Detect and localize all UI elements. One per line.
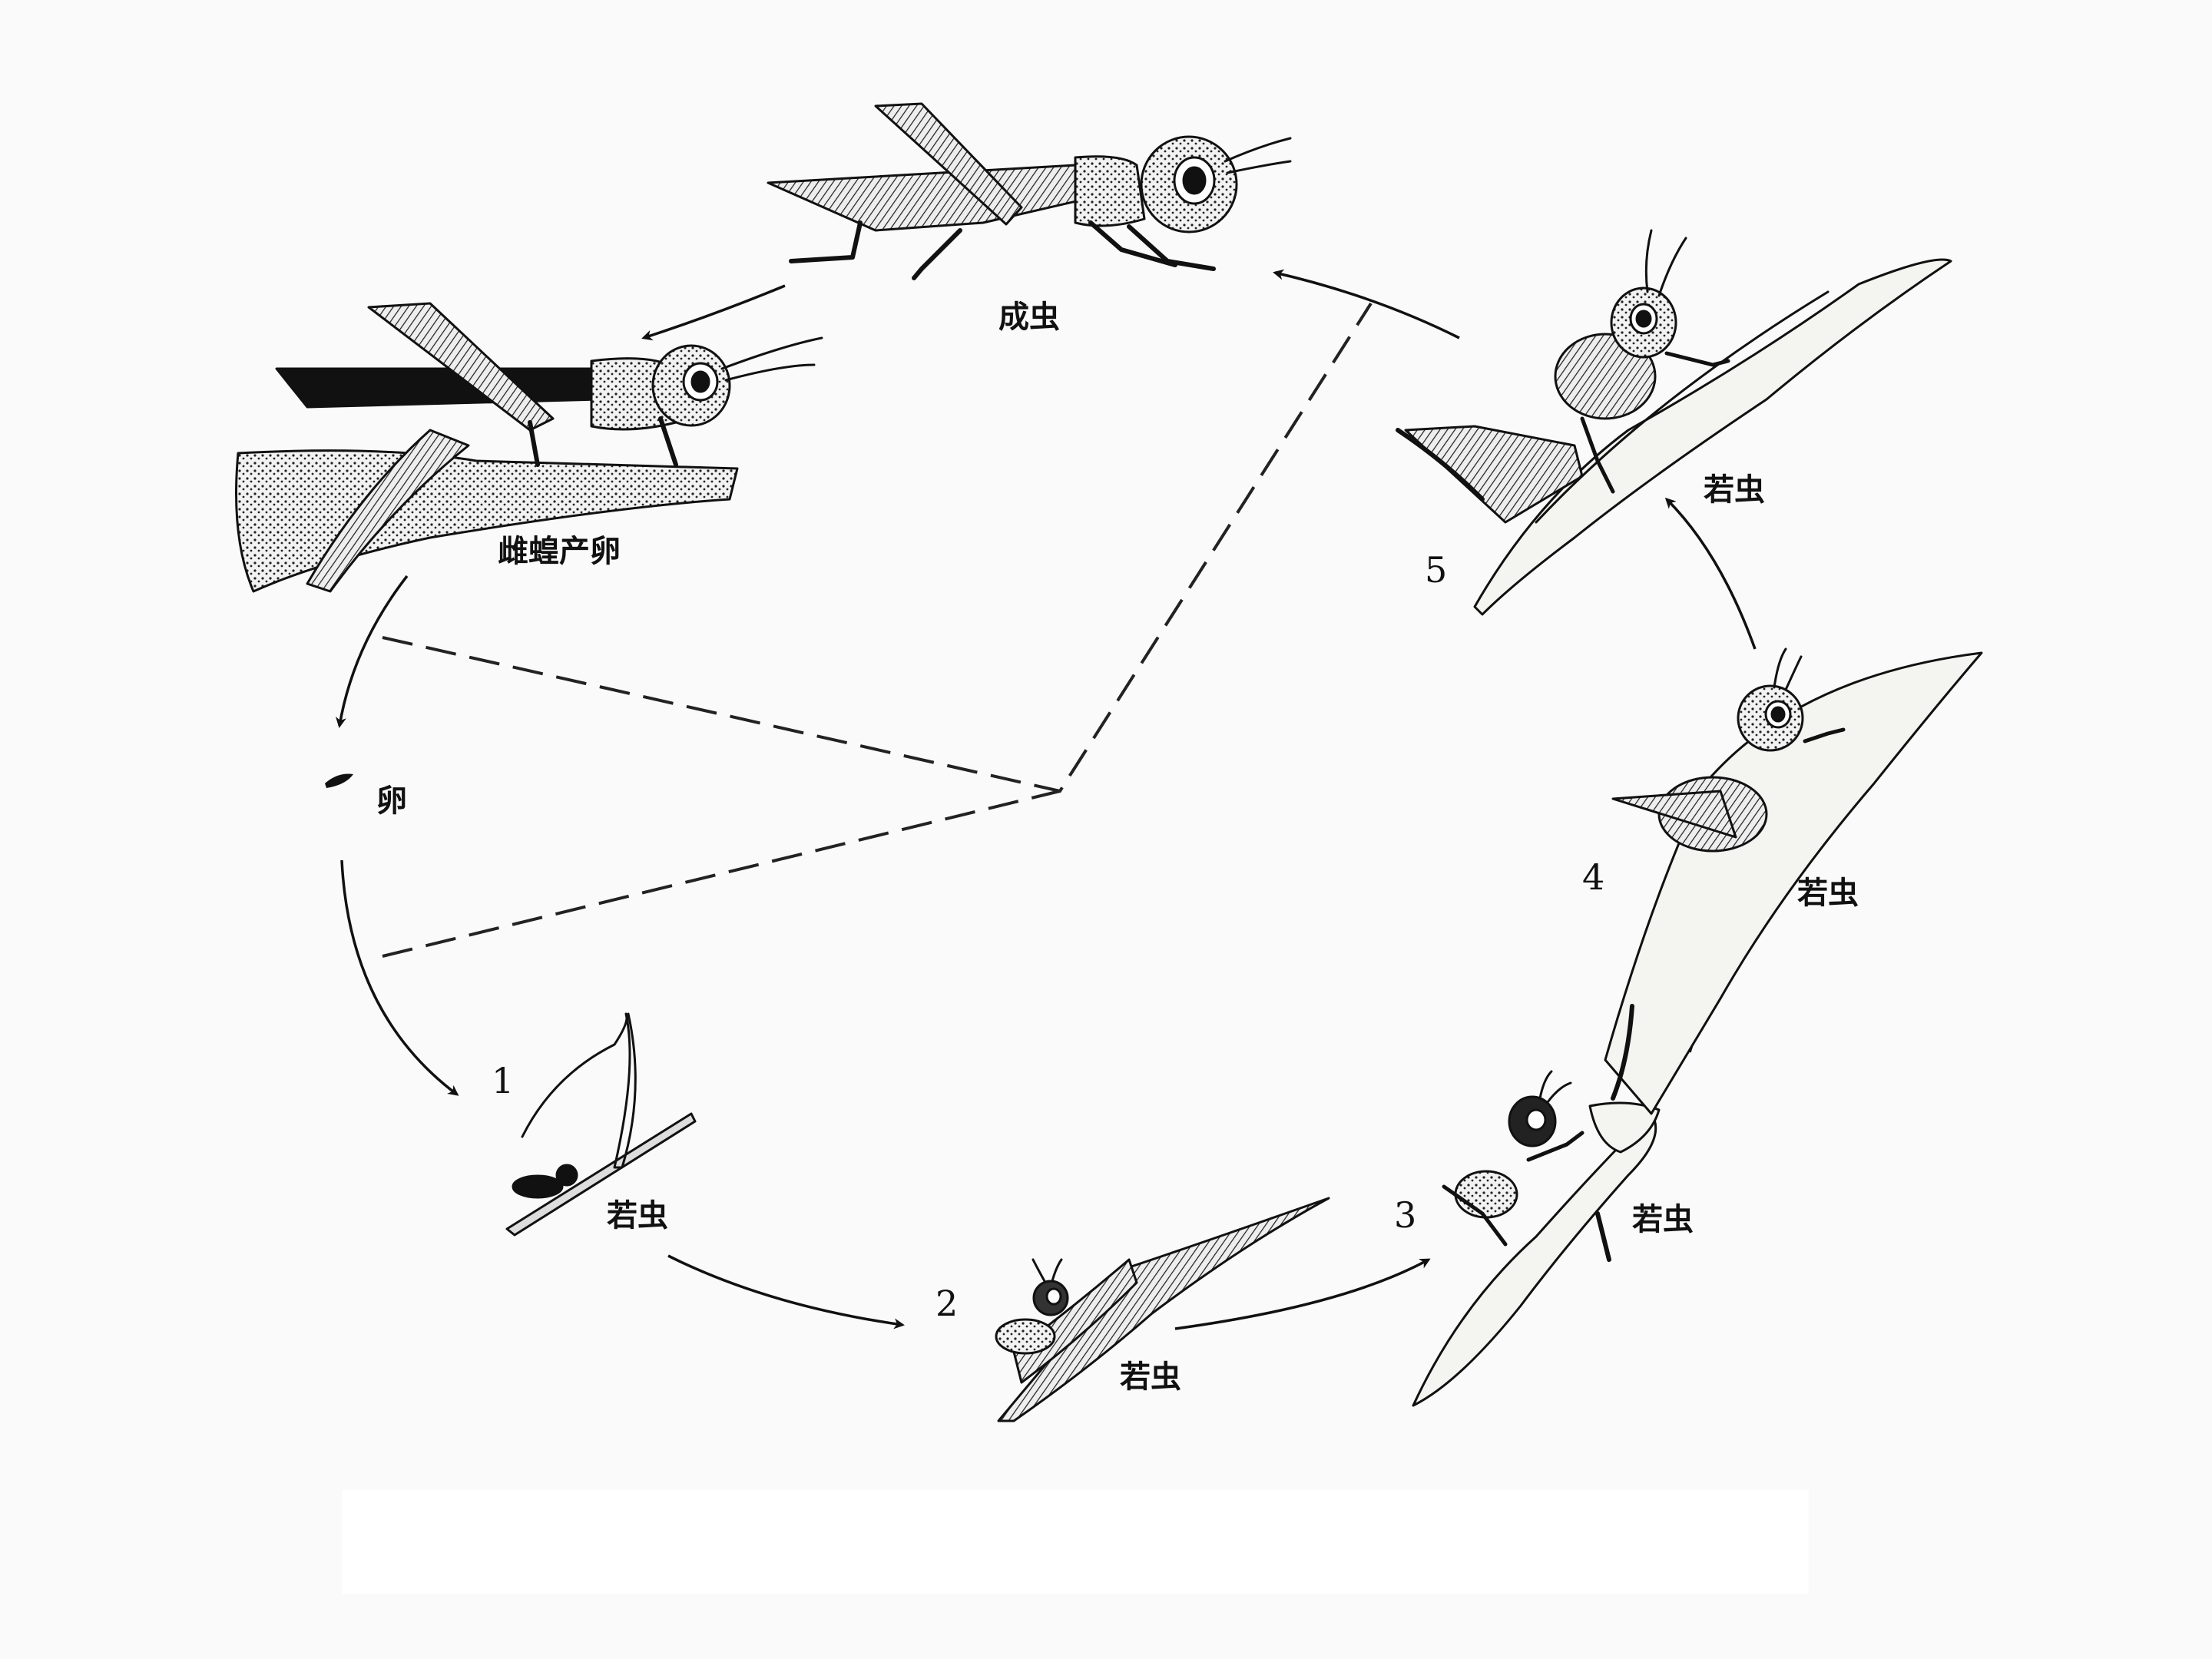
female-laying-eggs-drawing [235,302,823,593]
arrow-nymph5-to-adult [1273,269,1460,339]
nymph-1-drawing [505,1012,697,1237]
label-nymph-2: 若虫 [1120,1359,1181,1395]
nymph-4-drawing [1604,647,1983,1115]
arrow-adult-to-female [641,284,786,341]
caption-box [342,1490,1809,1594]
label-nymph-3: 若虫 [1632,1202,1694,1237]
label-egg: 卵 [376,783,407,819]
dashed-divider [382,302,1373,958]
arrow-nymph4-to-nymph5 [1664,497,1757,650]
number-1: 1 [492,1060,515,1101]
arrow-egg-to-nymph1 [340,859,459,1096]
label-nymph-1: 若虫 [607,1198,668,1233]
number-3: 3 [1394,1194,1417,1236]
number-2: 2 [935,1283,959,1324]
label-female-laying: 雌蝗产卵 [498,534,621,569]
arrow-female-to-egg [335,575,409,728]
nymph-5-drawing [1396,229,1952,616]
label-nymph-4: 若虫 [1797,876,1859,911]
arrow-nymph1-to-nymph2 [667,1254,905,1330]
nymph-3-drawing [1412,1070,1661,1407]
label-adult: 成虫 [998,300,1060,335]
number-4: 4 [1582,856,1605,898]
label-nymph-5: 若虫 [1704,472,1765,508]
cycle-arrows [335,269,1757,1330]
nymph-2-drawing [995,1197,1330,1422]
arrow-nymph2-to-nymph3 [1174,1258,1431,1330]
egg-drawing [325,773,353,788]
number-5: 5 [1425,549,1448,591]
adult-grasshopper-drawing [767,102,1292,280]
